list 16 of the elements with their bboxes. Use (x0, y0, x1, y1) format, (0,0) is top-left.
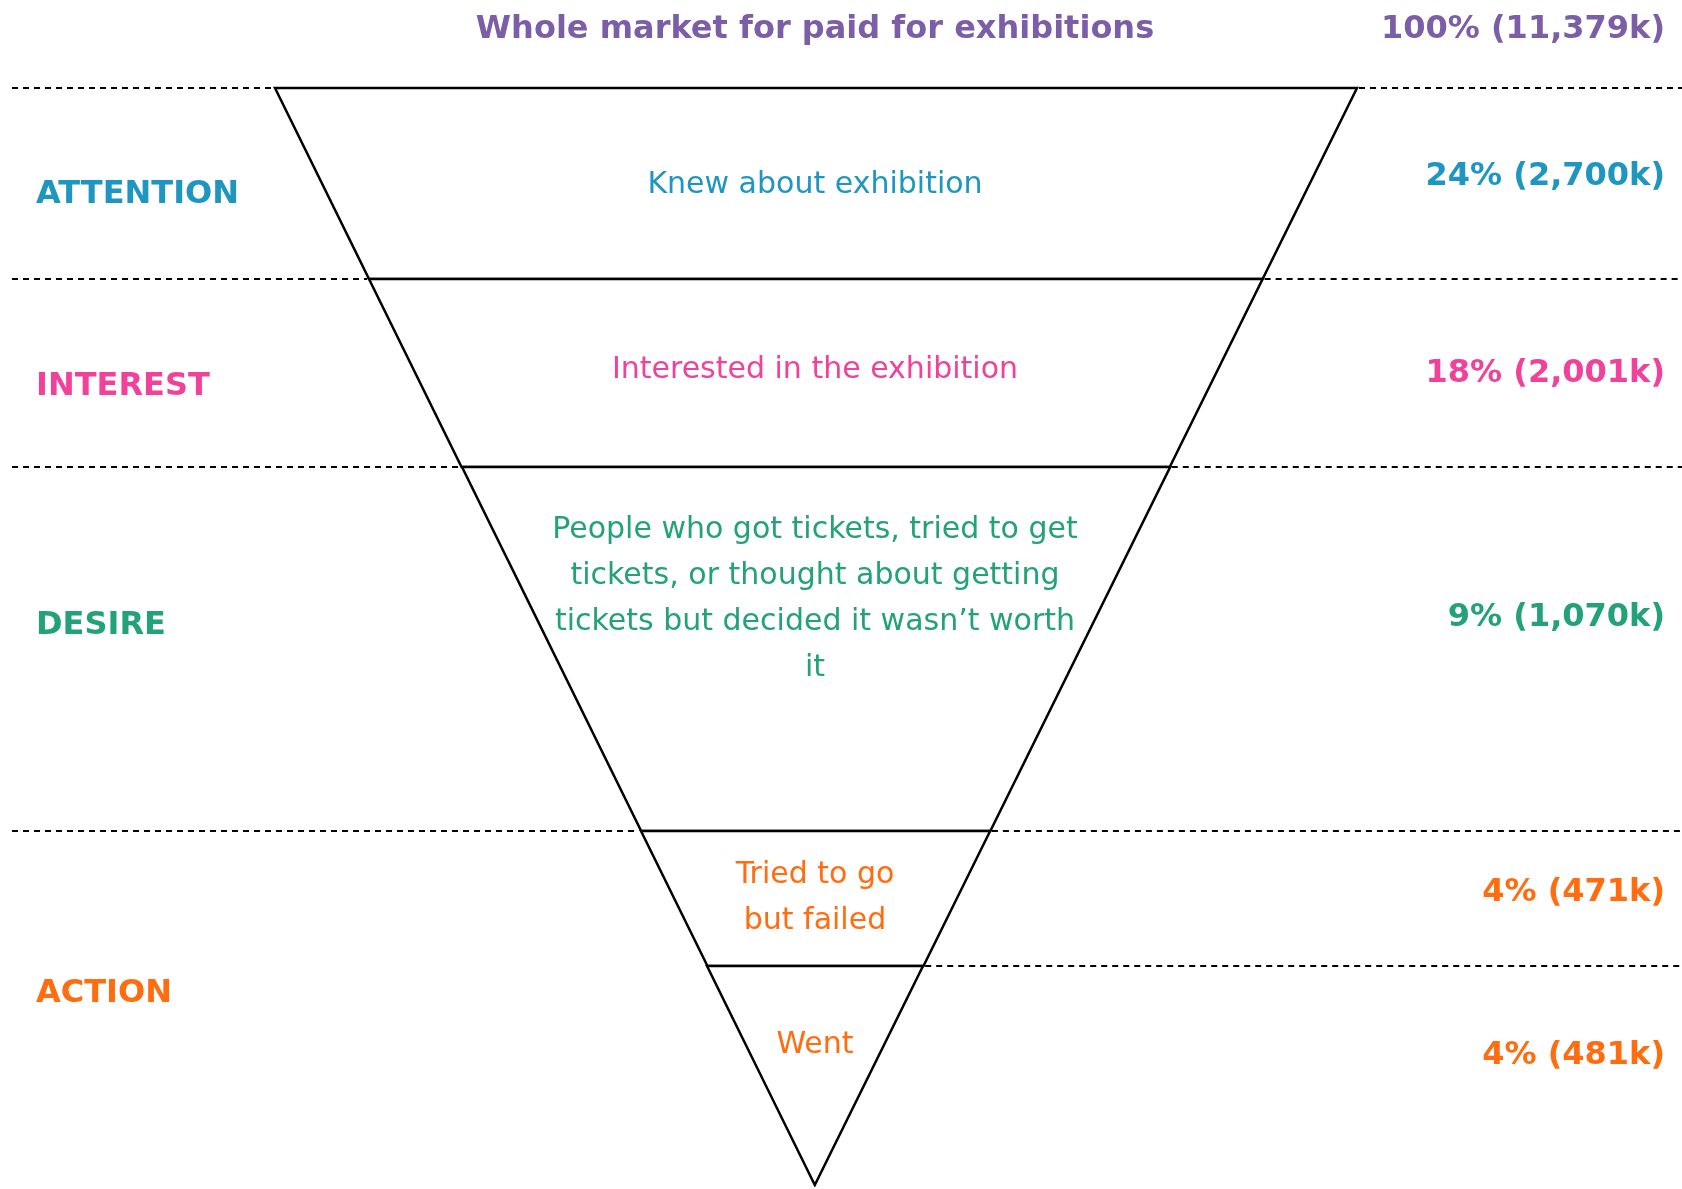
stage-label: DESIRE (36, 604, 166, 642)
percentage-value: 18% (2,001k) (1425, 352, 1665, 390)
percentage-value: 100% (11,379k) (1381, 8, 1665, 46)
band-text: Tried to go but failed (734, 854, 896, 938)
band-text: People who got tickets, tried to get tickets, or thought about getting tickets but decided it wasn’t worth it (551, 509, 1079, 685)
stage-label: ACTION (36, 972, 172, 1010)
percentage-value: 24% (2,700k) (1425, 155, 1665, 193)
band-text: Went (775, 1024, 855, 1062)
percentage-value: 4% (481k) (1482, 1034, 1665, 1072)
percentage-value: 4% (471k) (1482, 871, 1665, 909)
heading: Whole market for paid for exhibitions (475, 8, 1155, 46)
stage-label: INTEREST (36, 365, 210, 403)
stage-label: ATTENTION (36, 173, 240, 211)
band-text: Interested in the exhibition (610, 349, 1020, 387)
band-text: Knew about exhibition (646, 164, 984, 202)
percentage-value: 9% (1,070k) (1447, 596, 1665, 634)
